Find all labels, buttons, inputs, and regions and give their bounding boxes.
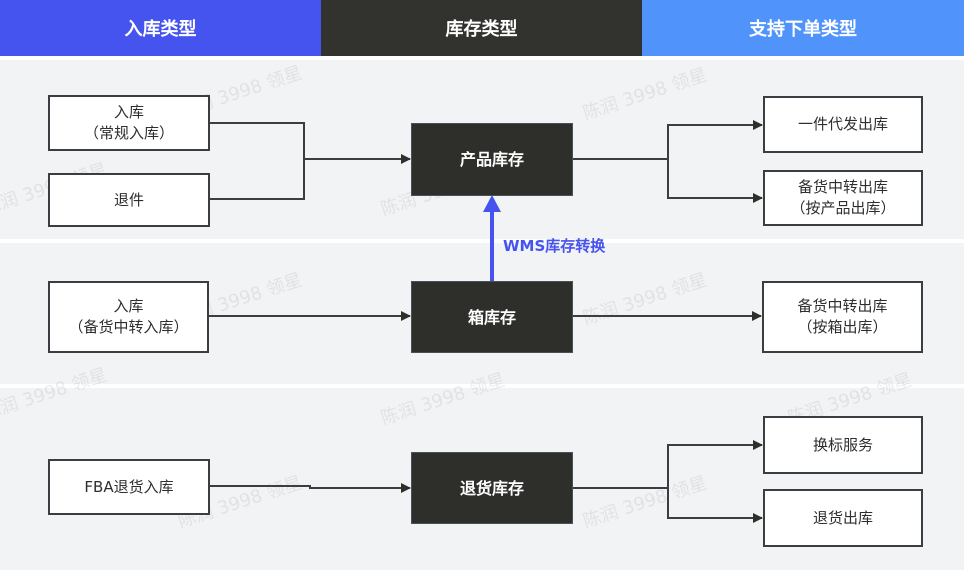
box-line2: （按产品出库）: [790, 199, 896, 217]
product-inventory-box: 产品库存: [411, 123, 573, 196]
box-line1: 一件代发出库: [797, 115, 888, 133]
box-inventory-box: 箱库存: [411, 281, 573, 353]
box-line1: 备货中转出库: [797, 178, 888, 196]
return-parcel-box: 退件: [48, 173, 210, 227]
box-line2: （按箱出库）: [797, 318, 888, 336]
header-inbound-type: 入库类型: [0, 0, 321, 56]
box-line1: 备货中转出库: [797, 297, 888, 315]
box-line2: （备货中转入库）: [68, 318, 189, 336]
return-outbound-box: 退货出库: [763, 489, 923, 547]
header-inbound-type-label: 入库类型: [124, 19, 197, 40]
fba-return-inbound-box: FBA退货入库: [48, 459, 210, 515]
product-inventory-label: 产品库存: [459, 150, 524, 169]
box-inventory-label: 箱库存: [467, 307, 516, 327]
transfer-outbound-box-box: 备货中转出库 （按箱出库）: [762, 281, 923, 353]
header-inventory-type-label: 库存类型: [445, 19, 518, 40]
header-inventory-type: 库存类型: [321, 0, 642, 56]
box-line1: 入库: [113, 297, 144, 315]
box-line1: 换标服务: [812, 435, 873, 454]
header-order-type: 支持下单类型: [642, 0, 964, 56]
box-line1: 入库: [113, 103, 144, 121]
box-line1: 退货出库: [812, 508, 873, 527]
dropship-outbound-box: 一件代发出库: [763, 96, 923, 153]
box-line1: FBA退货入库: [84, 477, 174, 496]
relabel-service-box: 换标服务: [763, 416, 923, 474]
inbound-transfer-box: 入库 （备货中转入库）: [48, 281, 209, 353]
return-inventory-label: 退货库存: [459, 478, 524, 498]
return-inventory-box: 退货库存: [411, 452, 573, 524]
box-line2: （常规入库）: [83, 124, 174, 142]
inbound-regular-box: 入库 （常规入库）: [48, 95, 210, 151]
box-line1: 退件: [113, 190, 144, 209]
wms-conversion-label: WMS库存转换: [503, 237, 606, 255]
transfer-outbound-product-box: 备货中转出库 （按产品出库）: [763, 170, 923, 226]
header-order-type-label: 支持下单类型: [749, 19, 857, 40]
